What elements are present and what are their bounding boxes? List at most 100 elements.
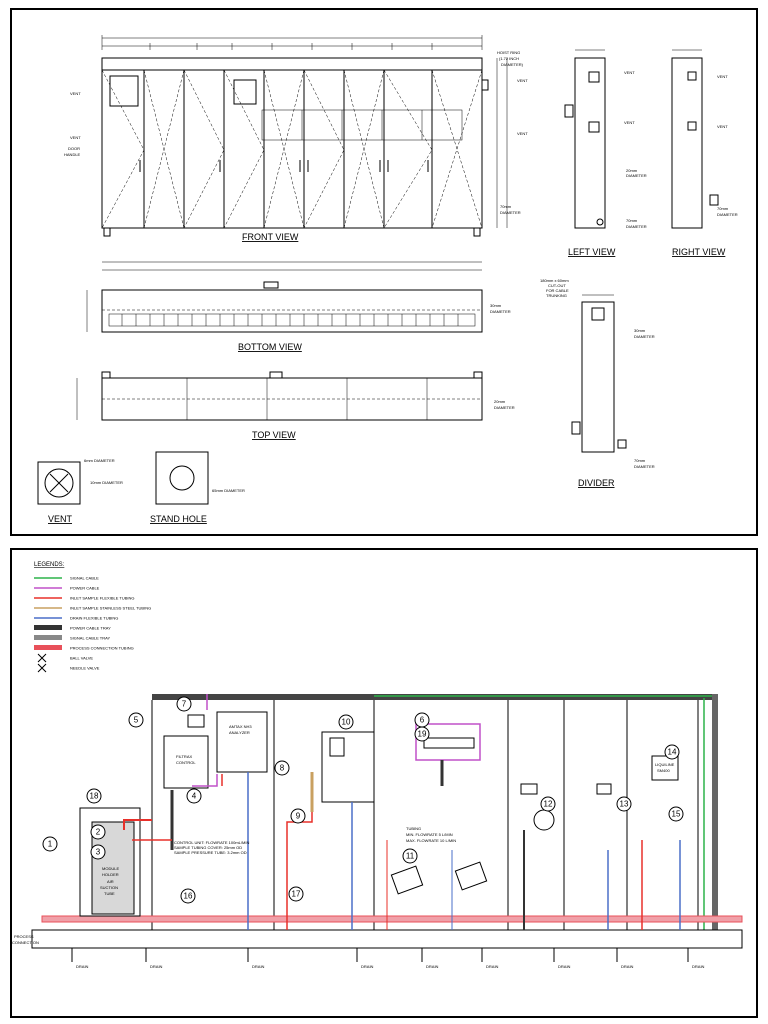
- tubing-label: TUBING: [406, 826, 421, 831]
- callout-circle: [180, 888, 196, 904]
- left-dia70-word: DIAMETER: [626, 224, 647, 229]
- amtax-label: AMTAX NH3: [229, 724, 252, 729]
- legend-label: INLET SAMPLE STAINLESS STEEL TUBING: [70, 606, 151, 611]
- front-view: HOIST RING (1.72 INCH DIAMETER) VENT VEN…: [64, 35, 528, 242]
- left-vent-2: VENT: [624, 120, 635, 125]
- amtax-analyzer: [216, 711, 268, 773]
- divider-view: 180mm x 60mm CUT-OUT FOR CABLE TRUNKING …: [540, 278, 655, 488]
- legend-label: PROCESS CONNECTION TUBING: [70, 646, 134, 651]
- legend-swatch: [34, 635, 62, 640]
- vent-label-front-4: VENT: [517, 131, 528, 136]
- suction-label: SUCTION: [100, 885, 118, 890]
- callout-circle: [176, 696, 192, 712]
- callout-circle: [90, 824, 106, 840]
- connection-label: CONNECTION: [12, 940, 39, 945]
- divider-dia30: 30mm: [634, 328, 646, 333]
- callout-number: 15: [672, 810, 681, 819]
- divider-dia30-word: DIAMETER: [634, 334, 655, 339]
- callout-circle: [338, 714, 354, 730]
- callout-circle: [186, 788, 202, 804]
- legend-label: SIGNAL CABLE TRAY: [70, 636, 110, 641]
- legend-valve-symbol: [37, 663, 47, 673]
- stand-hole-title: STAND HOLE: [150, 514, 207, 524]
- ctrl-note-1: CONTROL UNIT: FLOWRATE 100mL/MIN: [174, 840, 249, 845]
- callout-number: 7: [182, 700, 187, 709]
- callout-number: 17: [292, 890, 301, 899]
- hoist-ring-dia: DIAMETER): [501, 62, 524, 67]
- left-view: VENT VENT 20mm DIAMETER 70mm DIAMETER LE…: [564, 49, 647, 257]
- callout-circle: [290, 808, 306, 824]
- drain-label: DRAIN: [692, 964, 705, 969]
- cutout-label-2: CUT-OUT: [548, 283, 566, 288]
- legend-title: LEGENDS:: [34, 562, 65, 568]
- callout-circle: [128, 712, 144, 728]
- callout-number: 16: [184, 892, 193, 901]
- vent-label-front-1: VENT: [70, 91, 81, 96]
- ctrl-note-3: SAMPLE PRESSURE TUBE: 3.2mm OD: [174, 850, 247, 855]
- left-view-title: LEFT VIEW: [568, 247, 616, 257]
- vent-6mm-label: 6mm DIAMETER: [84, 458, 115, 463]
- right-dia70-word: DIAMETER: [717, 212, 738, 217]
- module-holder-frame: [79, 807, 141, 917]
- legend-label: POWER CABLE TRAY: [70, 626, 111, 631]
- analyzer-label: ANALYZER: [229, 730, 250, 735]
- legend-label: DRAIN FLEXIBLE TUBING: [70, 616, 118, 621]
- left-dia20: 20mm: [626, 168, 638, 173]
- vent-detail-title: VENT: [48, 514, 73, 524]
- tube-label: TUBE: [104, 891, 115, 896]
- legend-swatch: [34, 645, 62, 650]
- dia70-front-word: DIAMETER: [500, 210, 521, 215]
- air-label: AIR: [107, 879, 114, 884]
- callout-number: 11: [406, 852, 415, 861]
- callout-circle: [540, 796, 556, 812]
- vent-label-front-3: VENT: [517, 78, 528, 83]
- flow-sensor-a: [390, 865, 424, 895]
- right-vent-1: VENT: [717, 74, 728, 79]
- ctrl-note-2: SAMPLE TUBING COVER: 25mm OD: [174, 845, 242, 850]
- door-handle-label-2: HANDLE: [64, 152, 81, 157]
- flow-note-2: MAX. FLOWRATE 10 L/MIN: [406, 838, 456, 843]
- callout-circle: [90, 844, 106, 860]
- legend-swatch: [34, 625, 62, 630]
- callout-number: 4: [192, 792, 197, 801]
- right-view: VENT VENT 70mm DIAMETER RIGHT VIEW: [671, 49, 738, 257]
- drain-label: DRAIN: [150, 964, 163, 969]
- filtrax-label: FILTRAX: [176, 754, 192, 759]
- callout-number: 12: [544, 800, 553, 809]
- divider-dia70: 70mm: [634, 458, 646, 463]
- bottom-view: 30mm DIAMETER BOTTOM VIEW: [86, 261, 511, 352]
- dia70-front: 70mm: [500, 204, 512, 209]
- callout-number: 14: [668, 748, 677, 757]
- drain-label: DRAIN: [76, 964, 89, 969]
- left-vent-1: VENT: [624, 70, 635, 75]
- hoist-ring-size: (1.72 INCH: [499, 56, 519, 61]
- holder-label: HOLDER: [102, 872, 119, 877]
- sensor-12: [533, 809, 555, 831]
- vertical-cable-tray: [712, 694, 718, 930]
- liquiline-label: LIQUILINE: [655, 762, 675, 767]
- divider-title: DIVIDER: [578, 478, 615, 488]
- callout-circle: [86, 788, 102, 804]
- callout-number: 1: [48, 840, 53, 849]
- drain-label: DRAIN: [426, 964, 439, 969]
- drain-label: DRAIN: [558, 964, 571, 969]
- flow-note-1: MIN. FLOWRATE 5 L/MIN: [406, 832, 453, 837]
- analyzer-panel: [321, 731, 375, 803]
- callout-circle: [274, 760, 290, 776]
- hoist-ring-label: HOIST RING: [497, 50, 520, 55]
- process-label: PROCESS: [14, 934, 34, 939]
- callout-circle: [414, 726, 430, 742]
- legend-valve-symbol: [37, 653, 47, 663]
- legend-label: INLET SAMPLE FLEXIBLE TUBING: [70, 596, 135, 601]
- process-base: [31, 929, 743, 949]
- liquiline-model: SM400: [657, 768, 670, 773]
- mechanical-drawing-svg: HOIST RING (1.72 INCH DIAMETER) VENT VEN…: [37, 35, 738, 524]
- vent-label-front-2: VENT: [70, 135, 81, 140]
- top-dia20-word: DIAMETER: [494, 405, 515, 410]
- top-dia20: 20mm: [494, 399, 506, 404]
- callout-number: 13: [620, 800, 629, 809]
- vent-detail: 6mm DIAMETER 10mm DIAMETER VENT: [37, 458, 123, 524]
- callout-circle: [42, 836, 58, 852]
- terminal-box: [415, 723, 481, 761]
